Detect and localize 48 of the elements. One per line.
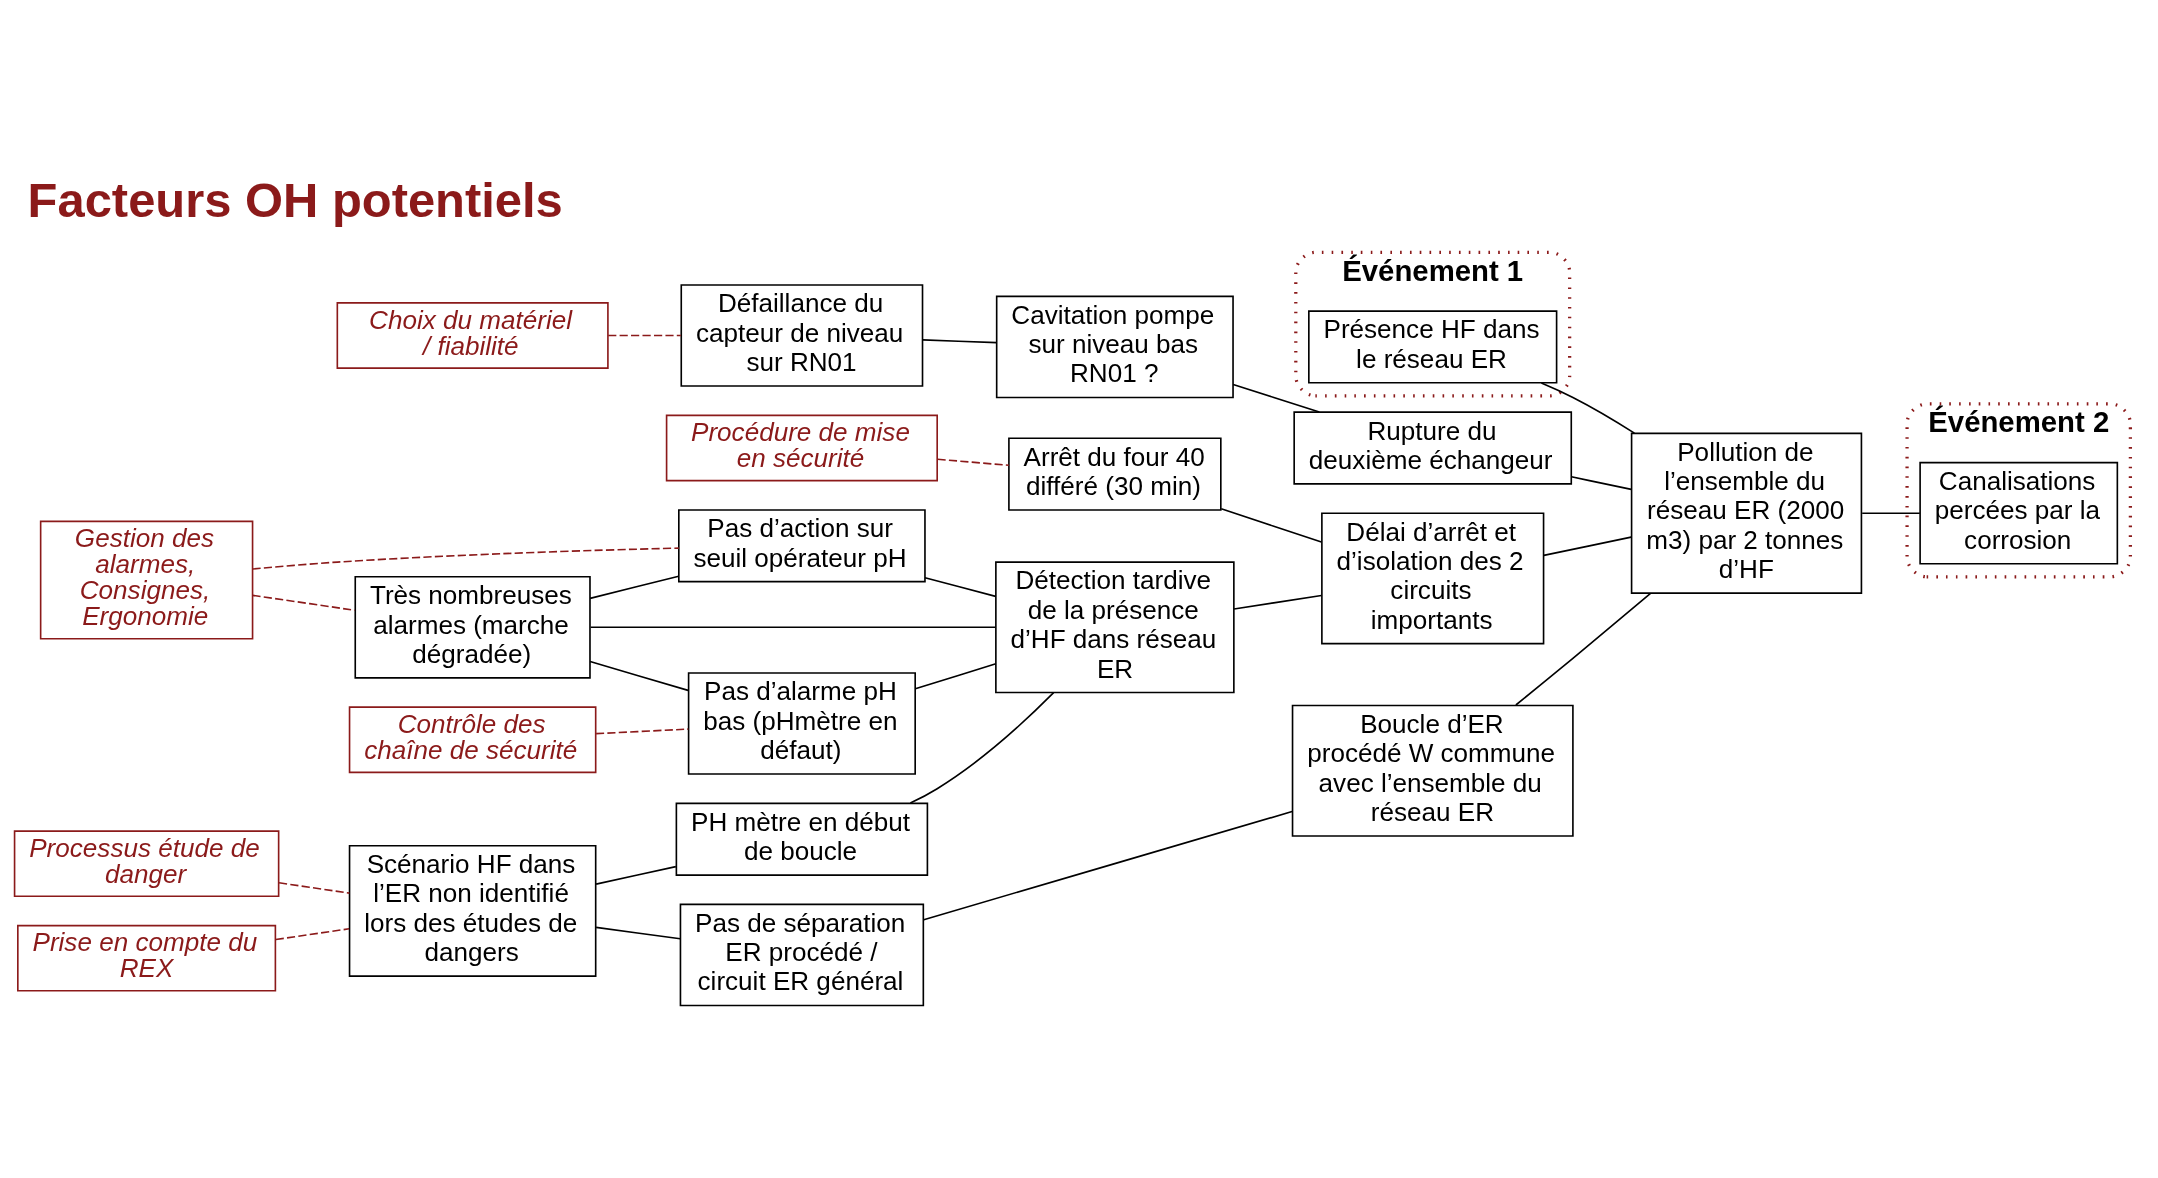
connector — [1220, 508, 1323, 543]
node-box: Présence HF dans le réseau ER — [1308, 310, 1558, 384]
connector — [595, 728, 690, 735]
node-box: Choix du matériel / fiabilité — [336, 302, 609, 369]
node-box: Boucle d’ER procédé W commune avec l’ensemble du réseau ER — [1291, 704, 1574, 837]
connector — [909, 691, 1055, 804]
node-box: Délai d’arrêt et d’isolation des 2 circuits importants — [1321, 512, 1545, 645]
connector — [914, 662, 997, 690]
connector — [922, 339, 998, 344]
node-box: Cavitation pompe sur niveau bas RN01 ? — [995, 295, 1234, 399]
connector — [922, 810, 1293, 921]
connector — [1861, 512, 1921, 514]
connector — [278, 882, 351, 894]
node-box: Pas de séparation ER procédé / circuit ER général — [679, 903, 925, 1007]
node-box: Pas d’alarme pH bas (pHmètre en défaut) — [687, 672, 916, 775]
diagram-title: Facteurs OH potentiels — [27, 172, 563, 227]
node-box: Défaillance du capteur de niveau sur RN01 — [680, 284, 924, 387]
node-box: Scénario HF dans l’ER non identifié lors des études de dangers — [348, 844, 597, 977]
node-box: Contrôle des chaîne de sécurité — [348, 706, 597, 774]
node-box: PH mètre en début de boucle — [675, 802, 929, 876]
node-box: Arrêt du four 40 différé (30 min) — [1008, 437, 1222, 511]
connector — [1232, 383, 1321, 413]
connector — [1543, 536, 1632, 557]
node-box: Détection tardive de la présence d’HF dans réseau ER — [995, 561, 1235, 694]
connector — [1570, 475, 1633, 491]
connector — [595, 865, 677, 885]
node-box: Canalisations percées par la corrosion — [1919, 461, 2119, 565]
connector — [1233, 594, 1323, 610]
node-box: Gestion des alarmes, Consignes, Ergonomie — [39, 520, 254, 640]
connector — [589, 626, 997, 629]
connector — [1515, 592, 1652, 706]
connector — [589, 575, 680, 600]
node-box: Prise en compte du REX — [17, 924, 277, 992]
connector — [251, 547, 680, 570]
connector — [589, 660, 689, 692]
connector — [595, 926, 681, 940]
node-box: Pollution de l’ensemble du réseau ER (2000 m3) par 2 tonnes d’HF — [1630, 432, 1863, 594]
connector — [251, 594, 356, 612]
node-box: Rupture du deuxième échangeur — [1293, 411, 1573, 485]
connector — [607, 334, 682, 337]
connector — [924, 576, 997, 598]
connector — [936, 458, 1010, 467]
node-box: Très nombreuses alarmes (marche dégradée) — [354, 575, 591, 679]
node-box: Procédure de mise en sécurité — [665, 414, 938, 482]
connector — [1540, 382, 1636, 434]
connector — [274, 927, 350, 941]
node-box: Processus étude de danger — [13, 830, 280, 898]
node-box: Pas d’action sur seuil opérateur pH — [678, 509, 926, 583]
